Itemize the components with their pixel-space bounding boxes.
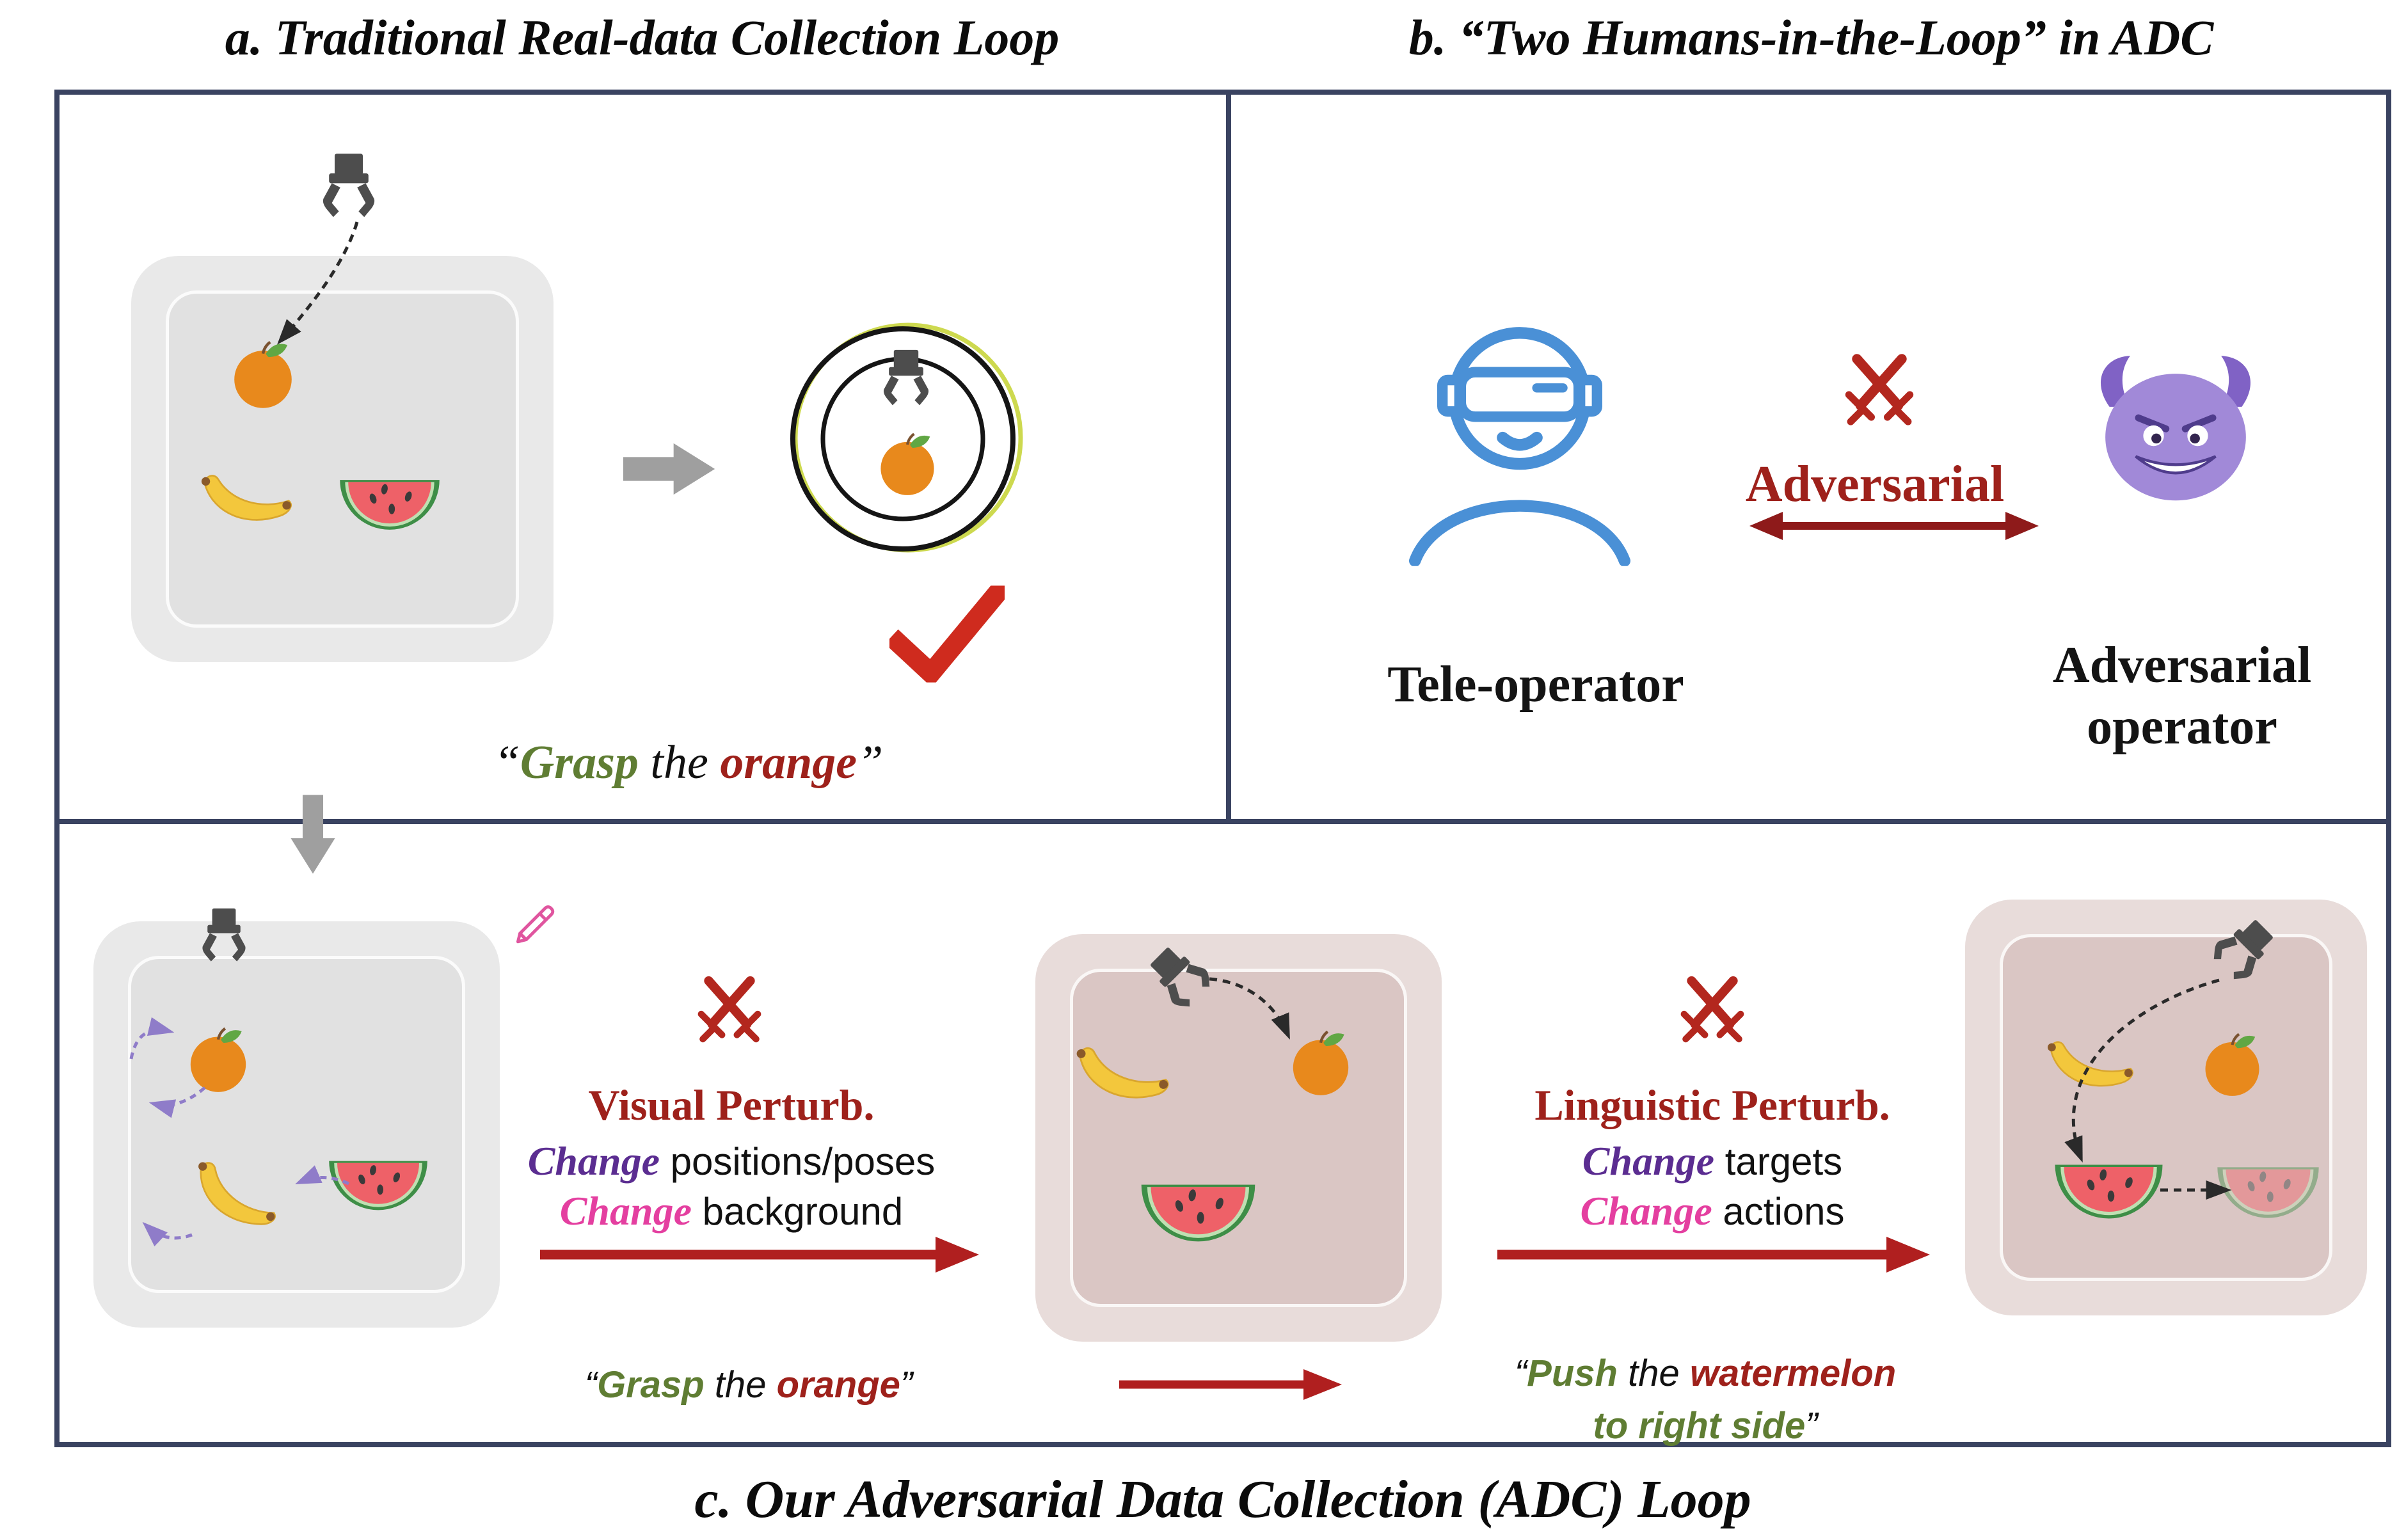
- panel-a-title: a. Traditional Real-data Collection Loop: [225, 10, 1060, 65]
- caption-verb: Grasp: [520, 736, 639, 789]
- bin-c3-surface: [2000, 934, 2332, 1281]
- adversarial-label: Adversarial: [1745, 456, 2005, 512]
- adversarial-operator-label: Adversarial operator: [1990, 635, 2374, 758]
- watermelon-icon: [1139, 1171, 1257, 1255]
- panel-c-title: c. Our Adversarial Data Collection (ADC)…: [694, 1470, 1751, 1529]
- visual-perturb-title: Visual Perturb.: [588, 1081, 875, 1129]
- flow-arrow-down-icon: [289, 786, 337, 883]
- robot-gripper-icon: [314, 152, 384, 223]
- robot-gripper-icon: [195, 907, 253, 966]
- caption-flow-arrow: [1117, 1364, 1344, 1405]
- perturbation-motion-arrows: [96, 995, 480, 1264]
- gripper-trajectory-arrow: [256, 214, 378, 361]
- bin-c1-surface: [128, 956, 465, 1293]
- bin-a-surface: [166, 290, 519, 628]
- collection-bin-c-visual: [1035, 934, 1442, 1342]
- linguistic-perturb-line2: Change actions: [1456, 1187, 1968, 1235]
- quote-close: ”: [1805, 1405, 1818, 1447]
- panel-b-title: b. “Two Humans-in-the-Loop” in ADC: [1408, 10, 2214, 65]
- orange-icon: [1286, 1028, 1355, 1097]
- push-direction-arrow: [2155, 1166, 2251, 1214]
- gripper-trajectory-arrow: [1187, 950, 1353, 1078]
- caption-object: watermelon: [1689, 1353, 1897, 1394]
- visual-perturb-line1: Change positions/poses: [475, 1138, 987, 1185]
- perturb-flow-arrow: [538, 1232, 979, 1278]
- quote-close: ”: [900, 1364, 913, 1406]
- flow-arrow-right-icon: [613, 441, 725, 496]
- caption-object: orange: [776, 1364, 900, 1406]
- collection-bin-c-linguistic: [1965, 900, 2367, 1315]
- caption-verb: Grasp: [597, 1364, 705, 1406]
- linguistic-perturb-title: Linguistic Perturb.: [1534, 1081, 1890, 1129]
- robot-gripper-icon: [875, 349, 937, 410]
- adversarial-operator-line1: Adversarial: [2052, 637, 2312, 694]
- collection-bin-a: [131, 256, 554, 662]
- caption-object: orange: [720, 736, 857, 789]
- change-rest: background: [692, 1190, 904, 1233]
- caption-mid: the: [638, 736, 721, 789]
- crossed-swords-icon: [688, 972, 771, 1056]
- edit-pencil-icon: [511, 897, 561, 947]
- change-rest: actions: [1712, 1190, 1845, 1233]
- perturb-flow-arrow: [1495, 1232, 1930, 1278]
- grasp-orange-caption: “Grasp the orange”: [493, 1359, 1005, 1411]
- gripper-trajectory-arrow: [1971, 944, 2246, 1200]
- divider-vertical: [1226, 90, 1231, 824]
- checkmark-icon: [889, 585, 1005, 683]
- quote-open: “: [493, 736, 520, 789]
- grasp-orange-caption: “Grasp the orange”: [305, 736, 1072, 790]
- devil-face-icon: [2086, 349, 2265, 504]
- banana-icon: [1063, 1033, 1186, 1121]
- caption-verb: Push: [1527, 1353, 1618, 1394]
- collection-bin-c-original: [93, 921, 500, 1328]
- teleoperator-vr-icon: [1382, 304, 1657, 566]
- adversarial-double-arrow: [1747, 507, 2041, 545]
- quote-open: “: [584, 1364, 598, 1406]
- crossed-swords-icon: [1835, 350, 1924, 440]
- push-watermelon-caption: “Push the watermelon to right side”: [1408, 1347, 2003, 1453]
- quote-open: “: [1514, 1353, 1527, 1394]
- change-rest: positions/poses: [660, 1140, 936, 1183]
- caption-mid: the: [1617, 1353, 1690, 1394]
- divider-horizontal: [54, 819, 2391, 824]
- change-keyword: Change: [1580, 1188, 1712, 1234]
- change-rest: targets: [1714, 1140, 1843, 1183]
- quote-close: ”: [857, 736, 884, 789]
- change-keyword: Change: [559, 1188, 692, 1234]
- banana-icon: [187, 454, 312, 546]
- crossed-swords-icon: [1671, 972, 1754, 1056]
- bin-c2-surface: [1070, 969, 1407, 1307]
- change-keyword: Change: [1582, 1138, 1715, 1184]
- watermelon-icon: [338, 467, 442, 543]
- change-keyword: Change: [527, 1138, 660, 1184]
- teleoperator-label: Tele-operator: [1387, 656, 1684, 713]
- caption-line2: to right side: [1593, 1405, 1806, 1447]
- figure-frame: [54, 90, 2391, 1447]
- linguistic-perturb-line1: Change targets: [1456, 1138, 1968, 1185]
- orange-icon: [874, 430, 941, 496]
- visual-perturb-line2: Change background: [475, 1187, 987, 1235]
- adversarial-operator-line2: operator: [2087, 699, 2277, 755]
- caption-mid: the: [704, 1364, 777, 1406]
